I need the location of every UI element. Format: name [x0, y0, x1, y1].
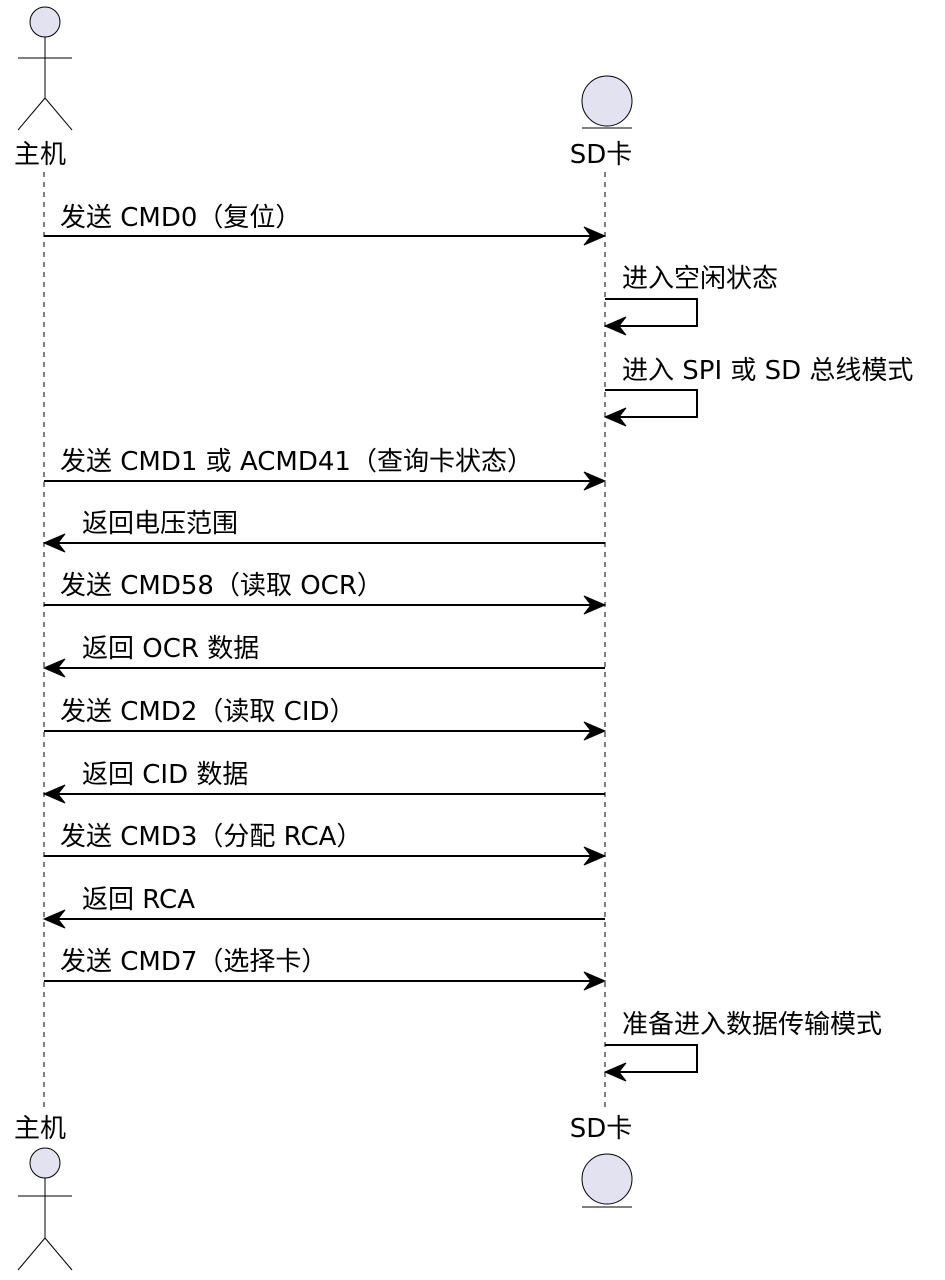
- arrowhead-icon: [583, 595, 607, 615]
- card-label-top: SD卡: [570, 140, 633, 170]
- self-message-arrow: [605, 389, 698, 418]
- message-label: 进入 SPI 或 SD 总线模式: [622, 356, 913, 386]
- card-entity-icon: [581, 1153, 633, 1205]
- message-12: 发送 CMD7（选择卡）: [44, 947, 607, 991]
- message-label: 发送 CMD58（读取 OCR）: [60, 571, 383, 601]
- arrowhead-icon: [583, 846, 607, 866]
- message-10: 发送 CMD3（分配 RCA）: [44, 822, 607, 866]
- message-label: 返回 RCA: [82, 885, 195, 915]
- message-13: 准备进入数据传输模式: [603, 1010, 882, 1082]
- arrowhead-icon: [42, 784, 66, 804]
- message-2: 进入空闲状态: [603, 264, 778, 336]
- message-label: 发送 CMD7（选择卡）: [60, 947, 327, 977]
- arrowhead-icon: [42, 909, 66, 929]
- self-message-arrow: [605, 1044, 698, 1073]
- arrowhead-icon: [583, 226, 607, 246]
- card-entity-top: SD卡: [570, 75, 633, 170]
- arrowhead-icon: [603, 407, 627, 427]
- message-label: 返回电压范围: [82, 509, 238, 539]
- arrowhead-icon: [583, 721, 607, 741]
- message-label: 发送 CMD2（读取 CID）: [60, 697, 356, 727]
- message-label: 返回 OCR 数据: [82, 634, 259, 664]
- arrowhead-icon: [42, 533, 66, 553]
- card-label-bottom: SD卡: [570, 1114, 633, 1144]
- host-actor-bottom: 主机: [14, 1114, 73, 1271]
- message-label: 准备进入数据传输模式: [622, 1010, 882, 1040]
- host-actor-head-icon: [29, 6, 61, 38]
- message-label: 进入空闲状态: [622, 264, 778, 294]
- message-8: 发送 CMD2（读取 CID）: [44, 697, 607, 741]
- self-message-arrow: [605, 298, 698, 327]
- arrowhead-icon: [583, 471, 607, 491]
- arrowhead-icon: [603, 316, 627, 336]
- message-7: 返回 OCR 数据: [42, 634, 605, 678]
- message-4: 发送 CMD1 或 ACMD41（查询卡状态）: [44, 447, 607, 491]
- message-11: 返回 RCA: [42, 885, 605, 929]
- arrowhead-icon: [603, 1062, 627, 1082]
- message-label: 发送 CMD1 或 ACMD41（查询卡状态）: [60, 447, 533, 477]
- arrowhead-icon: [42, 658, 66, 678]
- message-label: 发送 CMD3（分配 RCA）: [60, 822, 362, 852]
- message-label: 返回 CID 数据: [82, 760, 248, 790]
- host-actor-top: 主机: [14, 6, 73, 170]
- message-1: 发送 CMD0（复位）: [44, 203, 607, 246]
- message-3: 进入 SPI 或 SD 总线模式: [603, 356, 913, 427]
- message-6: 发送 CMD58（读取 OCR）: [44, 571, 607, 615]
- host-label-top: 主机: [14, 140, 66, 170]
- message-label: 发送 CMD0（复位）: [60, 203, 301, 233]
- message-5: 返回电压范围: [42, 509, 605, 553]
- host-actor-head-icon: [29, 1147, 61, 1179]
- message-9: 返回 CID 数据: [42, 760, 605, 804]
- host-label-bottom: 主机: [14, 1114, 66, 1144]
- card-entity-icon: [581, 75, 633, 127]
- card-entity-bottom: SD卡: [570, 1114, 633, 1208]
- arrowhead-icon: [583, 971, 607, 991]
